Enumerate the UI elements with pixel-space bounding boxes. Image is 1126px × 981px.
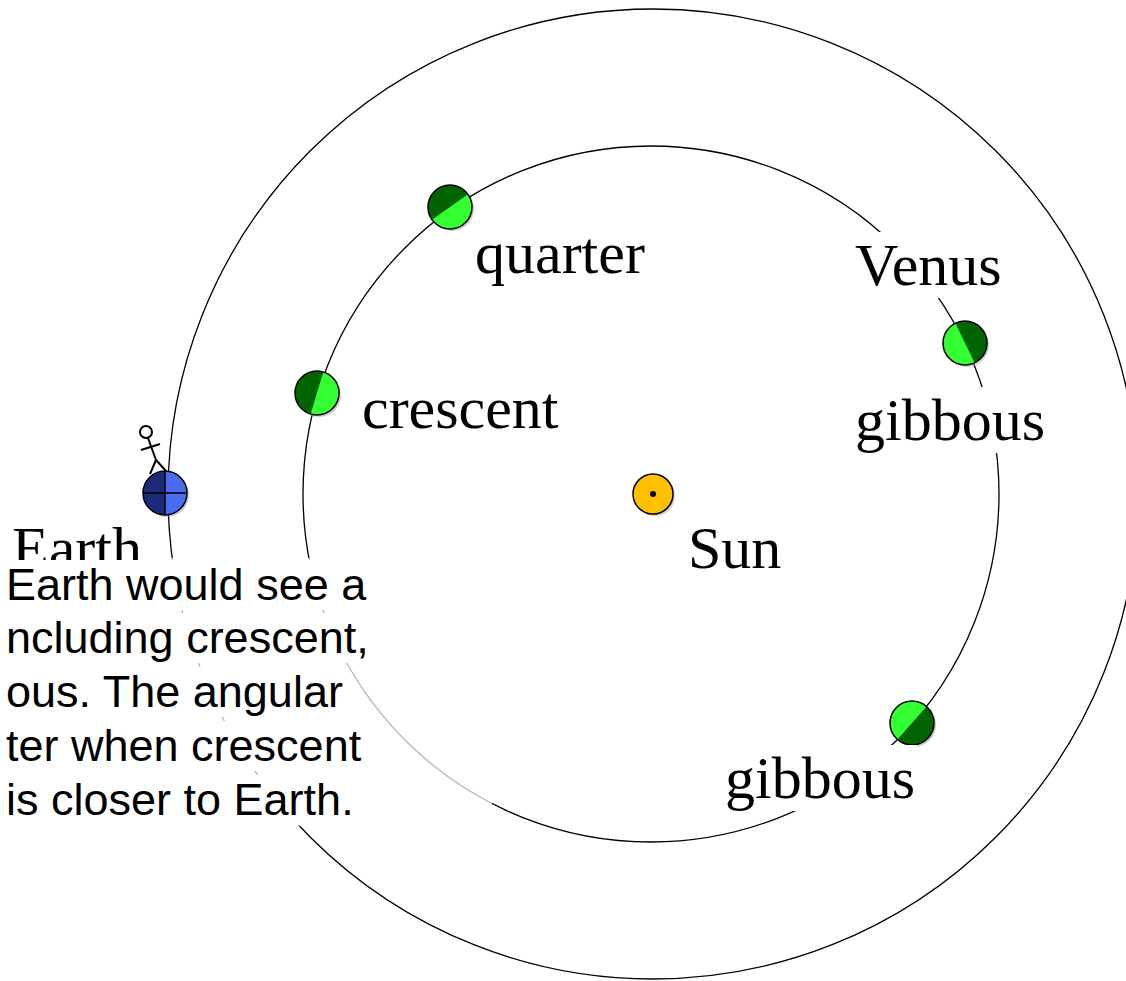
planet-label: Venus	[853, 232, 1004, 298]
venus-dot	[428, 185, 474, 231]
phase-label: gibbous	[723, 745, 917, 811]
phase-label: quarter	[473, 220, 647, 286]
note-text: Earth would see a	[4, 560, 368, 610]
note-text: is closer to Earth.	[4, 775, 356, 825]
star-label: Sun	[686, 515, 783, 581]
note-text: ncluding crescent,	[4, 613, 371, 663]
text-panel	[0, 558, 492, 826]
stick-figure	[140, 426, 166, 474]
venus-dot	[890, 701, 936, 747]
note-text: ous. The angular	[4, 667, 345, 717]
note-text: ter when crescent	[4, 721, 363, 771]
sun-symbol	[633, 474, 675, 516]
earth-symbol	[143, 471, 189, 517]
phase-label: gibbous	[853, 387, 1047, 453]
earth-orbit	[168, 9, 1126, 979]
venus-dot	[943, 321, 989, 367]
phase-label: crescent	[360, 375, 561, 441]
venus-dot	[295, 371, 341, 417]
